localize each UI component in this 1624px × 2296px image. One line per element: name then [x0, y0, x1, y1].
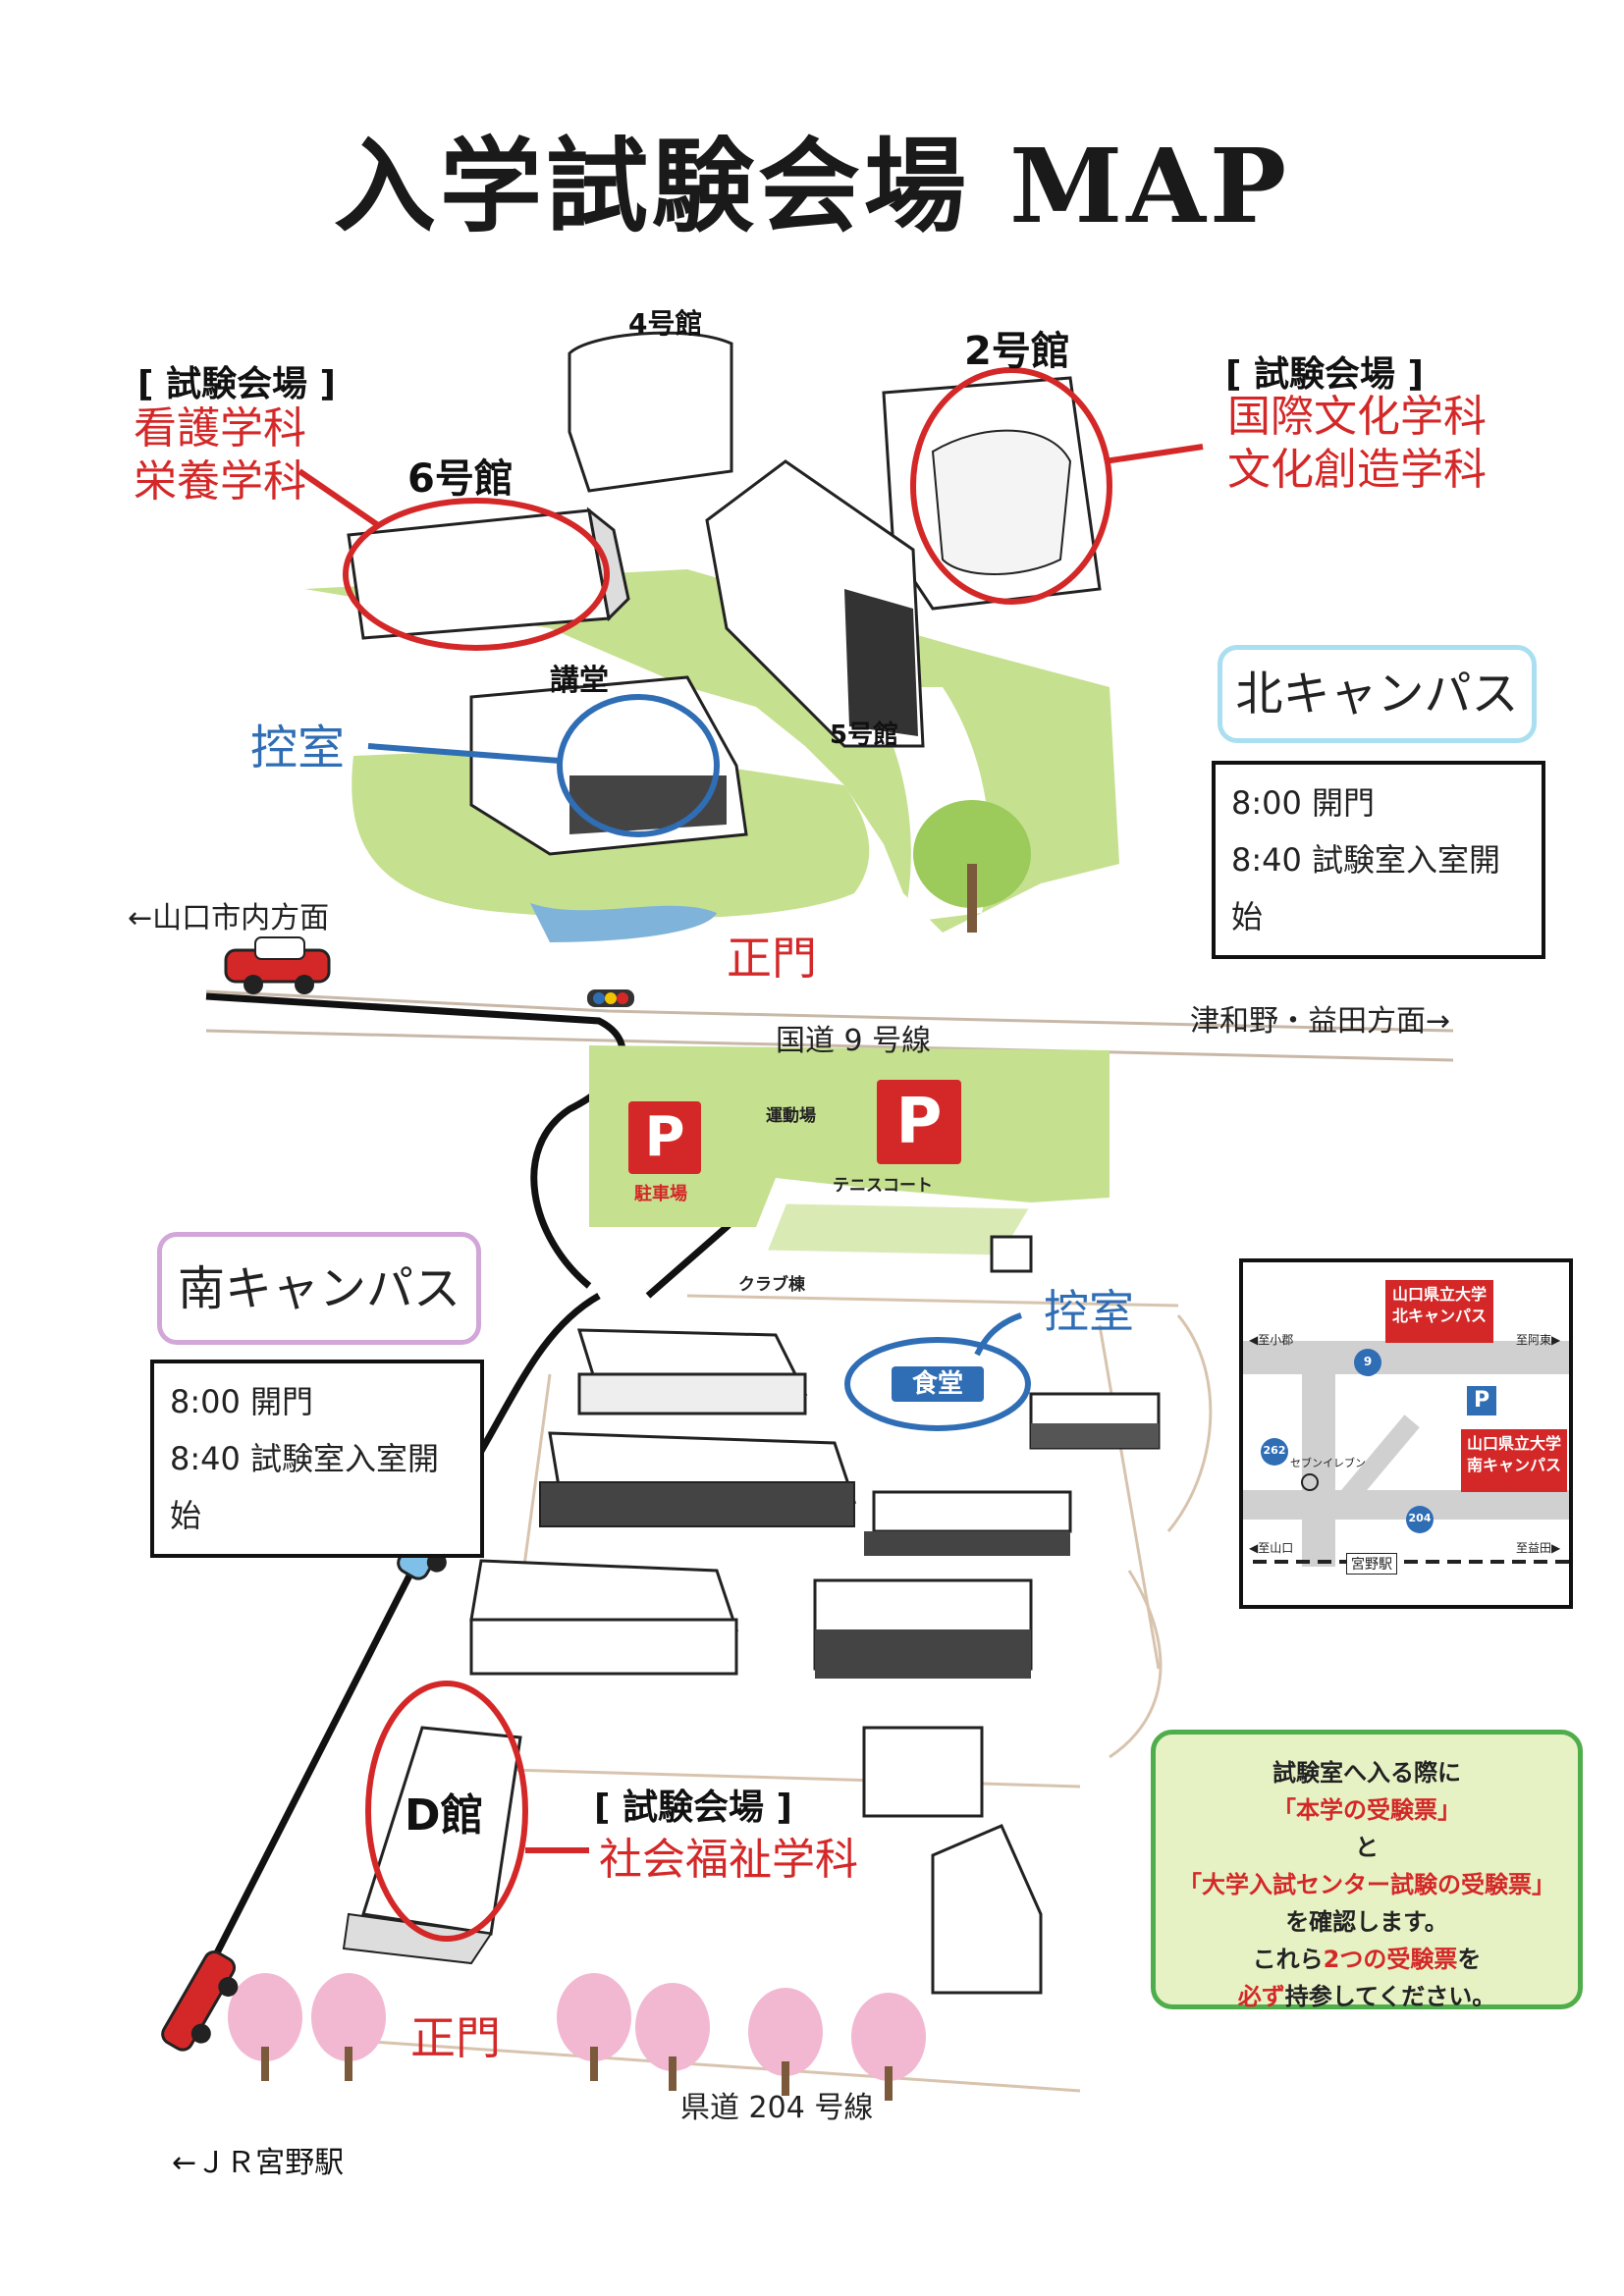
car-north: [224, 936, 331, 994]
building-row2: [864, 1490, 1072, 1556]
dept-intl-culture: 国際文化学科: [1227, 392, 1487, 442]
north-gate-time: 8:00 開門: [1231, 784, 1376, 822]
tree-north: [913, 800, 1031, 908]
north-campus-badge: 北キャンパス: [1218, 645, 1537, 743]
notice-line1: 試験室へ入る際に: [1272, 1759, 1461, 1787]
parking-icon-1: P: [628, 1101, 701, 1174]
building-5: [705, 459, 925, 748]
north-times-box: 8:00 開門 8:40 試験室入室開始: [1212, 761, 1545, 959]
building-d: [342, 1726, 522, 1965]
inset-route9: 9: [1363, 1355, 1373, 1368]
waiting-circle-south: [844, 1337, 1031, 1431]
label-main-gate-north: 正門: [727, 932, 817, 985]
notice-line4: 「大学入試センター試験の受験票」: [1178, 1871, 1555, 1898]
building-row3: [469, 1559, 1033, 1679]
south-campus-name: 南キャンパス: [177, 1260, 460, 1316]
venue-circle-6: [343, 498, 610, 651]
inset-parking-icon: P: [1467, 1386, 1496, 1415]
label-auditorium: 講堂: [550, 664, 609, 698]
route9-line: [205, 989, 1454, 1033]
label-field: 運動場: [766, 1106, 816, 1126]
sports-field: [589, 1045, 1110, 1227]
page-title: 入学試験会場 MAP: [333, 126, 1291, 246]
inset-south-tag: 山口県立大学南キャンパス: [1461, 1429, 1567, 1492]
waiting-circle-north: [557, 694, 720, 837]
label-building-2: 2号館: [964, 329, 1070, 374]
label-waiting-south: 控室: [1044, 1285, 1134, 1338]
notice-box: 試験室へ入る際に 「本学の受験票」 と 「大学入試センター試験の受験票」 を確認…: [1151, 1730, 1583, 2010]
car-south: [161, 1950, 239, 2052]
notice-line2: 「本学の受験票」: [1272, 1796, 1461, 1824]
inset-route262: 262: [1263, 1444, 1286, 1457]
club-building: [576, 1328, 808, 1415]
dept-nursing: 看護学科: [134, 403, 306, 454]
notice-line7: 必ず持参してください。: [1237, 1983, 1496, 2010]
cafeteria-label: 食堂: [892, 1366, 984, 1402]
dept-culture-creation: 文化創造学科: [1227, 445, 1487, 495]
notice-line5: を確認します。: [1285, 1908, 1448, 1936]
car-route: [205, 992, 626, 1289]
label-club: クラブ棟: [738, 1275, 805, 1295]
venue-circle-2: [910, 367, 1112, 605]
label-to-tsuwano: 津和野・益田方面→: [1190, 1004, 1451, 1039]
cafeteria-building: [1029, 1392, 1161, 1450]
label-waiting-north: 控室: [250, 721, 346, 775]
label-to-station: ←ＪＲ宮野駅: [172, 2146, 345, 2180]
south-times-box: 8:00 開門 8:40 試験室入室開始: [150, 1360, 484, 1558]
building-4: [568, 331, 733, 493]
inset-to-abu: 至阿東▶: [1516, 1333, 1561, 1347]
dept-nutrition: 栄養学科: [134, 456, 306, 507]
inset-route204: 204: [1408, 1512, 1432, 1524]
building-6: [347, 507, 630, 640]
label-main-gate-south: 正門: [410, 2011, 501, 2064]
pond: [530, 903, 717, 942]
label-route204: 県道 204 号線: [680, 2091, 874, 2125]
label-tennis: テニスコート: [833, 1176, 933, 1196]
venue-depts-left: 看護学科 栄養学科: [134, 402, 306, 508]
label-to-city: ←山口市内方面: [128, 901, 330, 935]
label-route9: 国道 9 号線: [776, 1024, 932, 1058]
cherry-trees: [228, 1973, 926, 2081]
inset-seven: セブンイレブン: [1290, 1457, 1366, 1469]
inset-to-masuda: 至益田▶: [1516, 1541, 1561, 1555]
label-building-5: 5号館: [830, 721, 899, 750]
small-hut: [990, 1235, 1033, 1273]
north-entry-time: 8:40 試験室入室開始: [1231, 841, 1501, 935]
inset-station: 宮野駅: [1346, 1553, 1397, 1575]
notice-line3: と: [1355, 1834, 1379, 1861]
north-campus-name: 北キャンパス: [1235, 667, 1519, 721]
dept-social-welfare: 社会福祉学科: [599, 1835, 858, 1885]
venue-heading-right: [ 試験会場 ]: [1225, 354, 1424, 395]
south-entry-time: 8:40 試験室入室開始: [170, 1440, 440, 1534]
venue-heading-left: [ 試験会場 ]: [137, 364, 336, 404]
south-campus-badge: 南キャンパス: [157, 1232, 481, 1345]
label-building-4: 4号館: [628, 307, 703, 340]
inset-to-ogori: ◀至小郡: [1249, 1333, 1294, 1347]
venue-circle-d: [365, 1681, 528, 1942]
south-gate-time: 8:00 開門: [170, 1383, 314, 1420]
inset-map: 山口県立大学北キャンパス 山口県立大学南キャンパス P ◀至小郡 至阿東▶ 9 …: [1239, 1258, 1573, 1609]
building-southeast: [862, 1726, 1043, 1995]
building-row1: [539, 1431, 857, 1527]
label-building-d: D館: [405, 1790, 484, 1841]
venue-heading-south: [ 試験会場 ]: [594, 1788, 792, 1828]
inset-north-tag: 山口県立大学北キャンパス: [1385, 1280, 1493, 1343]
label-building-6: 6号館: [407, 456, 514, 502]
inset-to-yamaguchi: ◀至山口: [1249, 1541, 1294, 1555]
notice-line6: これら2つの受験票を: [1252, 1946, 1482, 1973]
parking-icon-2: P: [877, 1080, 961, 1164]
label-parking: 駐車場: [634, 1184, 687, 1204]
venue-depts-right: 国際文化学科 文化創造学科: [1227, 391, 1487, 497]
